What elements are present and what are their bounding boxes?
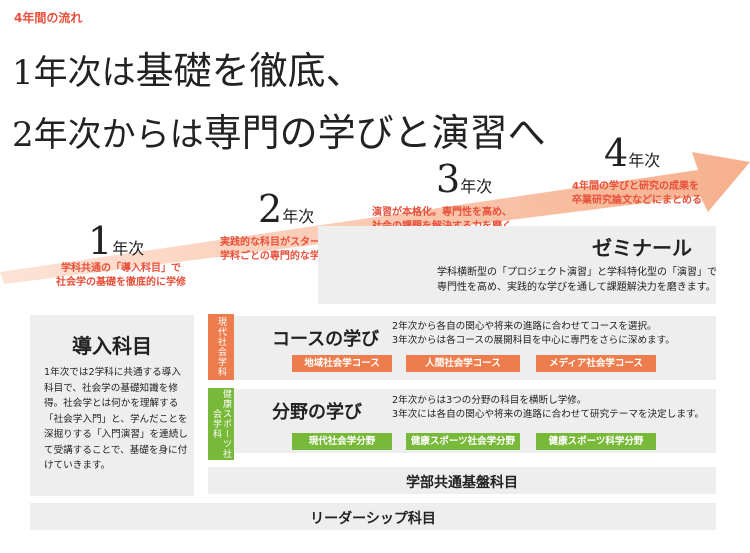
year-2-description: 実践的な科目がスタート。 学科ごとの専門的な学びへ <box>220 236 340 264</box>
year-1-desc-line-2: 社会学の基礎を徹底的に学修 <box>56 277 186 288</box>
headline-line-2: 2年次からは専門の学びと演習へ <box>12 102 546 157</box>
year-2-suffix: 年次 <box>282 207 315 226</box>
year-2-desc-line-2: 学科ごとの専門的な学びへ <box>220 251 340 262</box>
year-1-number: 1 <box>88 219 113 263</box>
year-4-description: 4年間の学びと研究の成果を 卒業研究論文などにまとめる <box>572 180 702 208</box>
headline-2-lead: 2年次からは <box>12 115 204 155</box>
field-tag-sports-science: 健康スポーツ科学分野 <box>536 433 656 450</box>
year-3-suffix: 年次 <box>460 177 493 196</box>
course-desc-line-1: 2年次から各自の関心や将来の進路に合わせてコースを選択。 <box>392 321 657 332</box>
course-title: コースの学び <box>272 329 380 350</box>
course-dept-badge: 現代社会学科 <box>208 314 234 380</box>
arrow-shape <box>0 152 750 284</box>
leadership-subjects-label: リーダーシップ科目 <box>310 511 436 527</box>
progress-arrow <box>0 152 750 284</box>
year-3-desc-line-1: 演習が本格化。専門性を高め、 <box>372 207 512 218</box>
year-4-number: 4 <box>604 131 629 175</box>
year-3-number: 3 <box>436 157 461 201</box>
year-4-desc-line-1: 4年間の学びと研究の成果を <box>572 181 699 192</box>
year-4-heading: 4年次 <box>604 134 660 172</box>
year-2-desc-line-1: 実践的な科目がスタート。 <box>220 237 340 248</box>
field-desc-line-1: 2年次からは3つの分野の科目を横断し学修。 <box>392 395 587 406</box>
intro-panel <box>30 315 194 496</box>
field-tag-sports-sociology: 健康スポーツ社会学分野 <box>406 433 520 450</box>
year-1-heading: 1年次 <box>88 222 144 260</box>
year-2-number: 2 <box>258 187 283 231</box>
seminar-desc-line-1: 学科横断型の「プロジェクト演習」と学科特化型の「演習」で <box>437 267 717 278</box>
course-tag-human: 人間社会学コース <box>406 355 520 372</box>
year-3-heading: 3年次 <box>436 160 492 198</box>
course-desc-line-2: 3年次からは各コースの展開科目を中心に専門をさらに深めます。 <box>392 335 675 346</box>
year-2-heading: 2年次 <box>258 190 314 228</box>
field-description: 2年次からは3つの分野の科目を横断し学修。 3年次には各自の関心や将来の進路に合… <box>392 394 704 422</box>
base-subjects-label: 学部共通基盤科目 <box>406 475 518 491</box>
intro-description: 1年次では2学科に共通する導入科目で、社会学の基礎知識を修得。社会学とは何かを理… <box>44 367 188 471</box>
year-1-desc-line-1: 学科共通の「導入科目」で <box>61 263 181 274</box>
field-title: 分野の学び <box>272 402 362 423</box>
seminar-desc-line-2: 専門性を高め、実践的な学びを通して課題解決力を磨きます。 <box>437 282 716 293</box>
leadership-panel <box>30 503 716 530</box>
section-kicker: 4年間の流れ <box>14 11 83 25</box>
headline-2-emphasis: 専門の学びと演習へ <box>203 111 546 155</box>
year-4-suffix: 年次 <box>628 151 661 170</box>
course-description: 2年次から各自の関心や将来の進路に合わせてコースを選択。 3年次からは各コースの… <box>392 320 675 348</box>
field-dept-badge: 健康スポーツ社会学科 <box>208 388 234 460</box>
headline-1-lead: 1年次は <box>12 53 136 93</box>
year-1-description: 学科共通の「導入科目」で 社会学の基礎を徹底的に学修 <box>54 262 188 290</box>
headline-line-1: 1年次は基礎を徹底、 <box>12 40 364 95</box>
seminar-description: 学科横断型の「プロジェクト演習」と学科特化型の「演習」で 専門性を高め、実践的な… <box>437 265 717 295</box>
course-tag-regional: 地域社会学コース <box>292 355 392 372</box>
field-desc-line-2: 3年次には各自の関心や将来の進路に合わせて研究テーマを決定します。 <box>392 409 705 420</box>
year-4-desc-line-2: 卒業研究論文などにまとめる <box>572 195 702 206</box>
intro-title: 導入科目 <box>72 334 152 358</box>
year-1-suffix: 年次 <box>112 239 145 258</box>
course-tag-media: メディア社会学コース <box>536 355 656 372</box>
base-panel <box>208 467 716 494</box>
seminar-panel <box>318 226 716 304</box>
field-tag-modern-sociology: 現代社会学分野 <box>292 433 392 450</box>
seminar-title: ゼミナール <box>592 236 692 260</box>
headline-1-emphasis: 基礎を徹底、 <box>135 49 364 93</box>
